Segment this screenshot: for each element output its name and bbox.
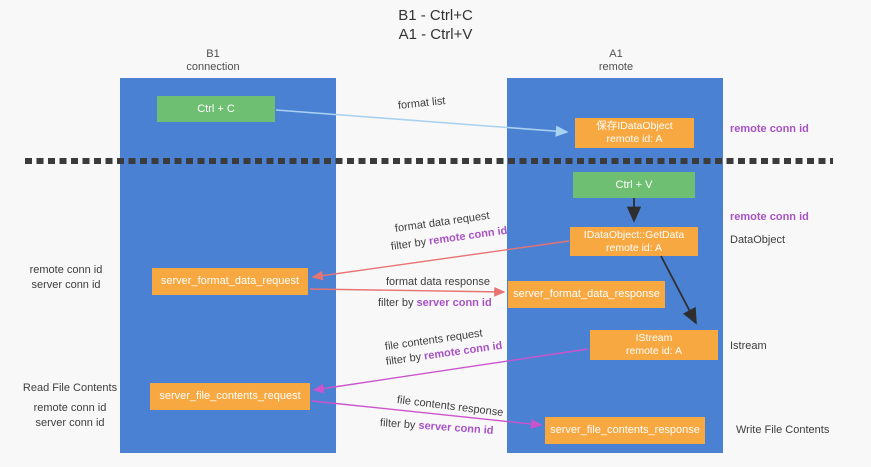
getdata-line1: IDataObject::GetData: [583, 228, 685, 241]
node-ctrl-c: Ctrl + C: [157, 96, 275, 122]
flow-label-format-list: format list: [397, 95, 447, 112]
server-conn-id-keyword: server conn id: [416, 297, 492, 309]
annotation-read-file-contents-group: Read File Contents remote conn id server…: [20, 381, 120, 431]
annotation-left-conn-ids: remote conn id server conn id: [20, 263, 112, 293]
save-idataobject-line2: remote id: A: [606, 133, 663, 145]
lane-b1-title: B1: [206, 48, 220, 60]
node-server-file-contents-request: server_file_contents_request: [150, 383, 310, 410]
annotation-write-file-contents: Write File Contents: [736, 424, 830, 436]
filter-by-text: filter by: [390, 235, 430, 253]
flow-label-format-data-response: format data response: [386, 276, 490, 288]
ctrl-v-label: Ctrl + V: [615, 178, 653, 191]
lane-header-b1: B1 connection: [153, 48, 273, 74]
filter-by-text: filter by: [378, 297, 417, 309]
annotation-remote-conn-id-top: remote conn id: [730, 123, 809, 135]
lane-b1-subtitle: connection: [186, 61, 240, 73]
getdata-line2: remote id: A: [605, 241, 663, 254]
istream-line2: remote id: A: [625, 345, 683, 357]
istream-line1: IStream: [635, 332, 673, 344]
file-response-label: server_file_contents_response: [550, 424, 700, 436]
copy-paste-divider-line: [25, 158, 833, 164]
ctrl-c-label: Ctrl + C: [197, 102, 235, 115]
node-server-file-contents-response: server_file_contents_response: [545, 417, 705, 444]
lane-a1-title: A1: [609, 48, 623, 60]
annotation-istream: Istream: [730, 340, 767, 352]
node-idataobject-getdata: IDataObject::GetData remote id: A: [570, 227, 698, 256]
read-file-contents-label: Read File Contents: [22, 382, 118, 394]
format-response-label: server_format_data_response: [513, 288, 660, 300]
node-istream: IStream remote id: A: [590, 330, 718, 360]
node-save-idataobject: 保存IDataObject remote id: A: [575, 118, 694, 148]
title-line-1: B1 - Ctrl+C: [398, 7, 473, 24]
lane-a1-subtitle: remote: [598, 61, 634, 73]
format-request-label: server_format_data_request: [160, 275, 300, 287]
node-ctrl-v: Ctrl + V: [573, 172, 695, 198]
save-idataobject-line1: 保存IDataObject: [596, 120, 673, 132]
left-server-conn-id: server conn id: [31, 279, 101, 291]
file-request-label: server_file_contents_request: [159, 390, 301, 402]
left-remote-conn-id: remote conn id: [29, 264, 103, 276]
flow-label-file-contents-response: file contents response: [396, 394, 504, 419]
title-line-2: A1 - Ctrl+V: [398, 26, 473, 43]
flow-label-filter-server-1: filter by server conn id: [378, 297, 492, 309]
node-server-format-data-response: server_format_data_response: [508, 281, 665, 308]
server-conn-id-keyword: server conn id: [418, 419, 494, 437]
left-remote-conn-id-2: remote conn id: [33, 402, 107, 414]
format-data-response-arrow: [309, 286, 506, 297]
left-server-conn-id-2: server conn id: [35, 417, 105, 429]
lane-header-a1: A1 remote: [556, 48, 676, 74]
annotation-dataobject: DataObject: [730, 234, 786, 246]
filter-by-text: filter by: [379, 417, 419, 432]
diagram-title: B1 - Ctrl+C A1 - Ctrl+V: [0, 6, 871, 44]
flow-label-filter-server-2: filter by server conn id: [380, 417, 494, 437]
filter-by-text: filter by: [385, 350, 425, 368]
node-server-format-data-request: server_format_data_request: [152, 268, 308, 295]
annotation-remote-conn-id-mid: remote conn id: [730, 211, 809, 223]
